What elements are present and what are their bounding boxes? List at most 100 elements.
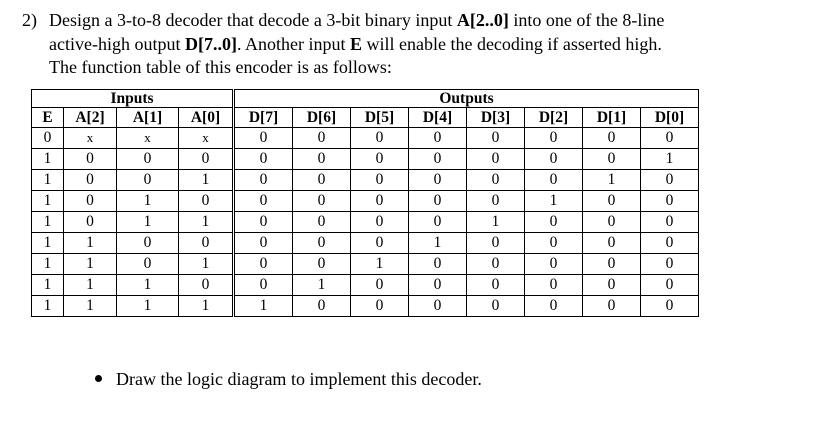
table-cell: 0 (640, 253, 699, 275)
table-cell: 0 (640, 232, 699, 254)
table-cell: 0 (350, 295, 409, 317)
outputs-group-header: Outputs (232, 89, 699, 108)
table-cell: 0 (408, 148, 467, 170)
table-cell: x (178, 127, 234, 149)
table-cell: 0 (408, 274, 467, 296)
table-cell: 1 (31, 232, 64, 254)
output-signal-name: D[7..0] (184, 33, 237, 54)
table-cell: 1 (292, 274, 351, 296)
table-cell: 0 (466, 232, 525, 254)
table-cell: 1 (116, 295, 179, 317)
table-cell: 1 (178, 295, 234, 317)
table-cell: 0 (292, 232, 351, 254)
table-cell: 0 (63, 169, 117, 191)
table-cell: 0 (292, 127, 351, 149)
table-cell: 1 (63, 253, 117, 275)
column-header: D[3] (466, 107, 525, 128)
table-cell: 0 (350, 169, 409, 191)
table-cell: 0 (582, 232, 641, 254)
table-cell: 0 (63, 190, 117, 212)
table-cell: 1 (178, 253, 234, 275)
table-cell: 0 (116, 253, 179, 275)
table-cell: 0 (640, 127, 699, 149)
table-cell: 1 (31, 148, 64, 170)
table-cell: 0 (178, 190, 234, 212)
table-cell: 0 (582, 127, 641, 149)
enable-signal-name: E (349, 33, 362, 54)
table-cell: 0 (582, 211, 641, 233)
table-cell: 0 (524, 211, 583, 233)
table-cell: 0 (640, 295, 699, 317)
table-cell: 0 (524, 148, 583, 170)
table-cell: 1 (31, 295, 64, 317)
question-line-1-part: Design a 3-to-8 decoder that decode a 3-… (49, 10, 457, 30)
group-header-row: Inputs Outputs (31, 89, 699, 108)
table-cell: 0 (408, 190, 467, 212)
table-cell: 0 (408, 253, 467, 275)
question-line-3: The function table of this encoder is as… (49, 57, 392, 77)
table-cell: 0 (408, 211, 467, 233)
question-line-2-part: active-high output (49, 33, 185, 54)
table-cell: 0 (232, 211, 293, 233)
column-header: D[4] (408, 107, 467, 128)
table-cell: 0 (524, 127, 583, 149)
table-cell: 0 (582, 253, 641, 275)
table-cell: 0 (232, 253, 293, 275)
table-cell: 0 (116, 148, 179, 170)
table-cell: 1 (116, 274, 179, 296)
table-cell: 0 (292, 190, 351, 212)
table-cell: 1 (350, 253, 409, 275)
table-cell: x (116, 127, 179, 149)
table-cell: 0 (232, 190, 293, 212)
table-cell: 1 (524, 190, 583, 212)
table-cell: 0 (466, 127, 525, 149)
table-cell: 0 (232, 127, 293, 149)
question-number: 2) (22, 10, 37, 30)
table-cell: 0 (524, 232, 583, 254)
column-header: E (31, 107, 64, 128)
bullet-icon (95, 375, 102, 383)
table-cell: 1 (178, 211, 234, 233)
table-cell: 0 (63, 211, 117, 233)
table-cell: 0 (116, 232, 179, 254)
table-cell: 0 (232, 148, 293, 170)
table-cell: 0 (350, 190, 409, 212)
table-cell: 0 (232, 274, 293, 296)
column-header: D[7] (232, 107, 293, 128)
instruction-bullet: Draw the logic diagram to implement this… (95, 368, 482, 390)
column-header: A[1] (116, 107, 179, 128)
column-header: A[2] (63, 107, 117, 128)
question-line-2-part: . Another input (236, 33, 350, 54)
instruction-text: Draw the logic diagram to implement this… (116, 369, 482, 389)
table-cell: 0 (640, 274, 699, 296)
table-cell: 0 (582, 190, 641, 212)
column-header: D[2] (524, 107, 583, 128)
question-line-1: Design a 3-to-8 decoder that decode a 3-… (49, 9, 802, 33)
table-cell: 1 (178, 169, 234, 191)
table-cell: 0 (466, 190, 525, 212)
table-cell: 0 (292, 211, 351, 233)
table-cell: 1 (408, 232, 467, 254)
table-cell: 0 (232, 169, 293, 191)
table-cell: 0 (292, 295, 351, 317)
column-header: D[0] (640, 107, 699, 128)
table-cell: 0 (116, 169, 179, 191)
question-text: 2) Design a 3-to-8 decoder that decode a… (22, 9, 802, 80)
table-cell: 0 (524, 169, 583, 191)
table-cell: 0 (408, 127, 467, 149)
table-cell: 1 (466, 211, 525, 233)
table-cell: 0 (408, 169, 467, 191)
column-header: A[0] (178, 107, 234, 128)
table-cell: x (63, 127, 117, 149)
table-cell: 0 (350, 211, 409, 233)
table-cell: 1 (31, 211, 64, 233)
table-cell: 0 (350, 127, 409, 149)
table-cell: 0 (31, 127, 64, 149)
table-cell: 0 (232, 232, 293, 254)
